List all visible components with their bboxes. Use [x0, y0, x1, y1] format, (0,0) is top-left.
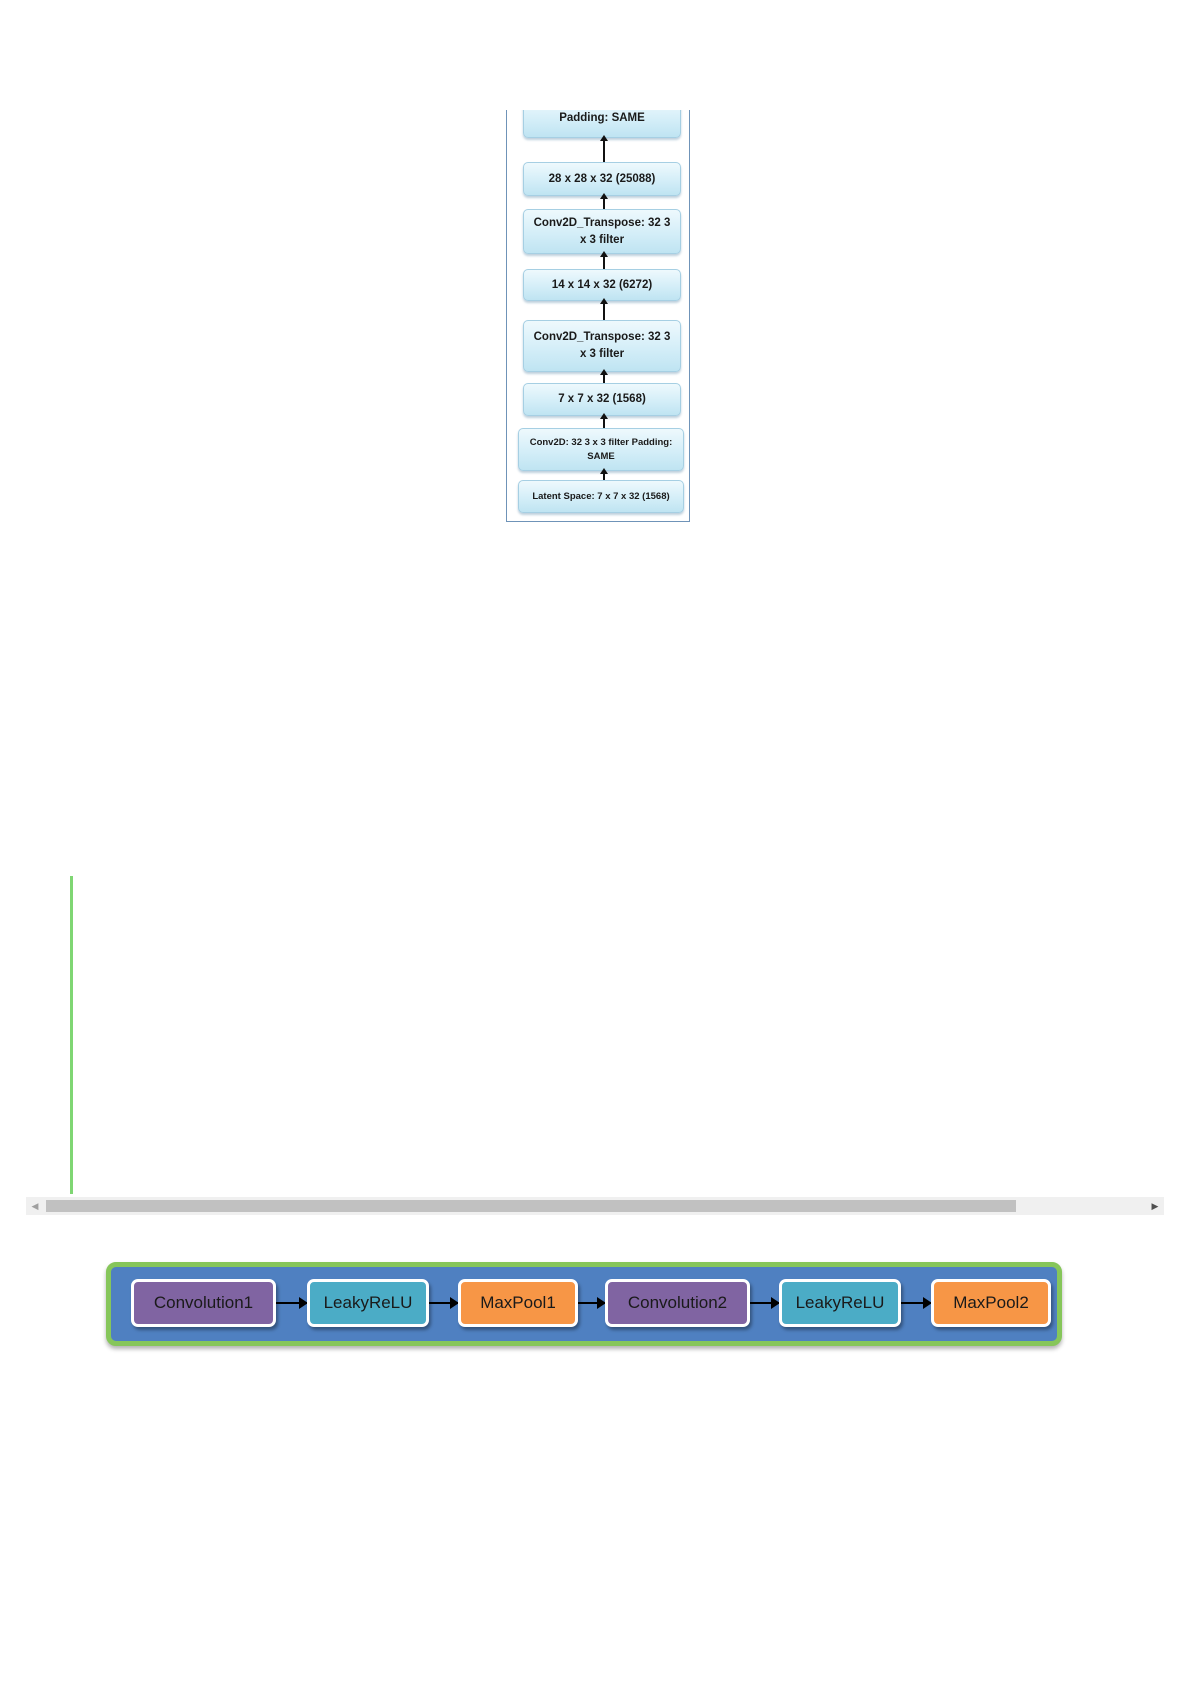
- encoder-pipeline: Convolution1 LeakyReLU MaxPool1 Convolut…: [106, 1262, 1062, 1346]
- layer-conv2d: Conv2D: 32 3 x 3 filter Padding: SAME: [518, 428, 684, 471]
- scroll-right-icon[interactable]: ▶: [1151, 1201, 1159, 1211]
- layer-14x14x32: 14 x 14 x 32 (6272): [523, 269, 681, 301]
- up-arrow-icon: [600, 135, 608, 162]
- layer-padding-same: Padding: SAME: [523, 110, 681, 138]
- green-accent-line: [70, 876, 73, 1194]
- stage-convolution2: Convolution2: [605, 1279, 750, 1327]
- right-arrow-icon: [750, 1297, 780, 1309]
- up-arrow-icon: [600, 369, 608, 383]
- up-arrow-icon: [600, 298, 608, 320]
- stage-maxpool1: MaxPool1: [458, 1279, 578, 1327]
- up-arrow-icon: [600, 251, 608, 269]
- layer-conv2d-transpose-2: Conv2D_Transpose: 32 3 x 3 filter: [523, 209, 681, 254]
- up-arrow-icon: [600, 468, 608, 480]
- right-arrow-icon: [578, 1297, 606, 1309]
- right-arrow-icon: [429, 1297, 459, 1309]
- layer-7x7x32: 7 x 7 x 32 (1568): [523, 383, 681, 416]
- right-arrow-icon: [276, 1297, 308, 1309]
- stage-leakyrelu-2: LeakyReLU: [779, 1279, 901, 1327]
- stage-maxpool2: MaxPool2: [931, 1279, 1051, 1327]
- up-arrow-icon: [600, 193, 608, 209]
- stage-leakyrelu-1: LeakyReLU: [307, 1279, 429, 1327]
- horizontal-scrollbar[interactable]: ◀ ▶: [26, 1197, 1164, 1215]
- up-arrow-icon: [600, 413, 608, 428]
- layer-28x28x32: 28 x 28 x 32 (25088): [523, 162, 681, 196]
- scroll-left-icon[interactable]: ◀: [31, 1201, 39, 1211]
- layer-latent-space: Latent Space: 7 x 7 x 32 (1568): [518, 480, 684, 513]
- right-arrow-icon: [901, 1297, 932, 1309]
- scrollbar-thumb[interactable]: [46, 1200, 1016, 1212]
- layer-conv2d-transpose-1: Conv2D_Transpose: 32 3 x 3 filter: [523, 320, 681, 372]
- decoder-diagram: Padding: SAME 28 x 28 x 32 (25088) Conv2…: [506, 110, 690, 522]
- stage-convolution1: Convolution1: [131, 1279, 276, 1327]
